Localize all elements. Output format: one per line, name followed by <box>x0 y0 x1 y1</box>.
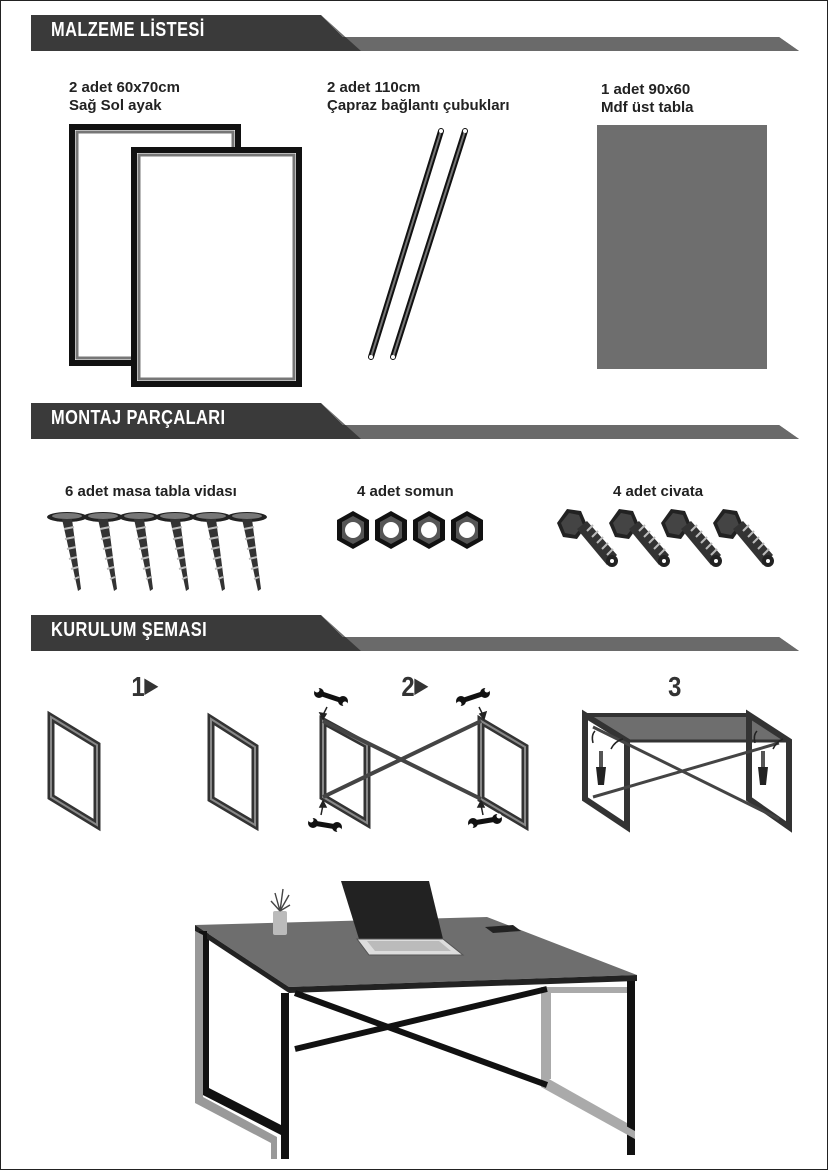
screw-icon <box>47 512 87 591</box>
leg-frame-left <box>47 710 101 832</box>
leg-frame-left <box>319 715 371 830</box>
screw-icon <box>154 511 196 592</box>
bolt-icon <box>557 509 618 567</box>
top-label-line2: Mdf üst tabla <box>601 99 694 116</box>
step-3-illustration <box>582 709 792 833</box>
cross-bar-2 <box>294 986 548 1052</box>
top-label: 1 adet 90x60 Mdf üst tabla <box>601 81 694 117</box>
play-arrow-icon: ▶ <box>414 675 428 697</box>
leg-frame-front <box>131 147 302 387</box>
screws-illustration <box>47 511 268 592</box>
step-2-label: 2 <box>401 671 415 702</box>
step-2-number: 2▶ <box>401 671 427 703</box>
bolt-icon <box>660 508 723 568</box>
step-1-number: 1▶ <box>131 671 157 703</box>
step-1-label: 1 <box>131 671 145 702</box>
banner-shape <box>31 15 799 51</box>
screw-icon <box>226 511 268 592</box>
arrow-icons <box>318 706 488 816</box>
banner-shape <box>31 615 799 651</box>
screw-icon <box>190 511 232 592</box>
bolts-label: 4 adet civata <box>613 483 704 500</box>
leg-frame-right <box>477 714 529 832</box>
cable-grommet-icon <box>485 925 521 933</box>
nut-icon <box>375 511 407 549</box>
play-arrow-icon: ▶ <box>144 675 158 697</box>
step-1-illustration <box>47 710 259 832</box>
screw-icon <box>118 511 160 592</box>
bolt-icon <box>608 508 671 568</box>
banner-shape <box>31 403 799 439</box>
left-leg-frame <box>199 931 289 1159</box>
section-banner-hardware: MONTAJ PARÇALARI <box>31 403 801 439</box>
bars-label-line1: 2 adet 110cm <box>327 79 421 96</box>
cross-bar-1 <box>592 741 780 799</box>
table-top-underside <box>585 715 789 741</box>
plant-vase-icon <box>270 888 291 935</box>
assembled-desk-illustration <box>195 881 637 1159</box>
bolts-illustration <box>557 508 775 568</box>
arrow-icons <box>591 730 784 750</box>
section-banner-setup: KURULUM ŞEMASI <box>31 615 801 651</box>
leg-frames-illustration <box>69 124 302 387</box>
bolt-icon <box>712 508 775 568</box>
legs-label-line1: 2 adet 60x70cm <box>69 79 180 96</box>
step-3-number: 3 <box>668 671 682 702</box>
section-title-hardware: MONTAJ PARÇALARI <box>51 407 226 429</box>
screwdriver-icon <box>596 751 606 785</box>
wrench-icon <box>308 817 342 833</box>
legs-label: 2 adet 60x70cm Sağ Sol ayak <box>69 79 180 115</box>
wrench-icon <box>468 813 502 829</box>
leg-frame-right <box>207 712 259 832</box>
section-banner-materials: MALZEME LİSTESİ <box>31 15 801 51</box>
mdf-top-panel <box>597 125 767 369</box>
cross-bar-1 <box>293 990 549 1088</box>
section-title-setup: KURULUM ŞEMASI <box>51 619 208 641</box>
leg-frame-left <box>582 709 630 833</box>
wrench-icon <box>456 687 490 707</box>
step-2-illustration <box>308 687 529 833</box>
nut-icon <box>413 511 445 549</box>
top-label-line1: 1 adet 90x60 <box>601 81 691 98</box>
laptop-icon <box>341 881 465 956</box>
screws-label: 6 adet masa tabla vidası <box>65 483 237 500</box>
cross-bars-illustration <box>368 128 468 360</box>
screwdriver-icon <box>758 751 768 785</box>
nuts-illustration <box>337 511 483 549</box>
cross-bar-2 <box>322 719 482 799</box>
bars-label: 2 adet 110cm Çapraz bağlantı çubukları <box>327 79 510 115</box>
legs-label-line2: Sağ Sol ayak <box>69 97 162 114</box>
leg-frame-right <box>746 709 792 833</box>
screw-icon <box>82 511 124 592</box>
section-title-materials: MALZEME LİSTESİ <box>51 19 205 41</box>
nut-icon <box>337 511 369 549</box>
cross-bar-2 <box>592 725 780 821</box>
wrench-icon <box>314 687 348 707</box>
nut-icon <box>451 511 483 549</box>
bars-label-line2: Çapraz bağlantı çubukları <box>327 97 510 114</box>
nuts-label: 4 adet somun <box>357 483 454 500</box>
